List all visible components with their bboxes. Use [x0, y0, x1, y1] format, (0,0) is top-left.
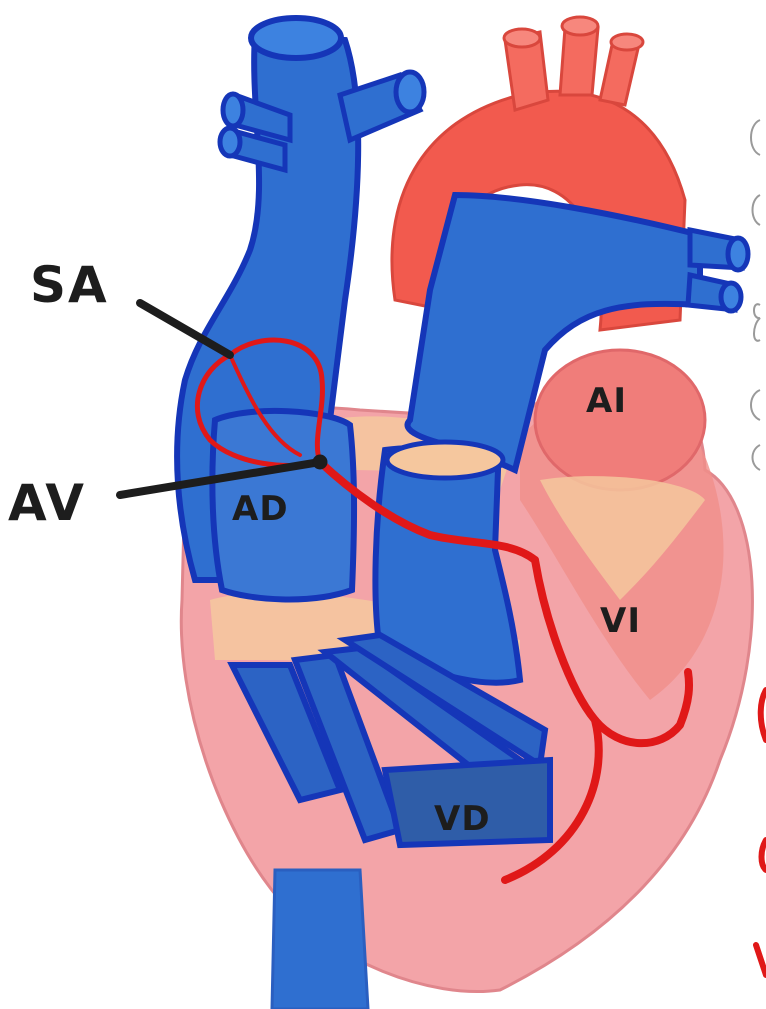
vd-label: VD [434, 799, 491, 839]
edge-marks [751, 120, 760, 470]
vi-label: VI [600, 601, 641, 641]
av-node [313, 455, 327, 469]
av-label: AV [8, 474, 86, 532]
ad-label: AD [232, 489, 289, 529]
ai-label: AI [586, 381, 627, 421]
edge-red-marks [756, 690, 766, 975]
sa-label: SA [30, 256, 109, 314]
